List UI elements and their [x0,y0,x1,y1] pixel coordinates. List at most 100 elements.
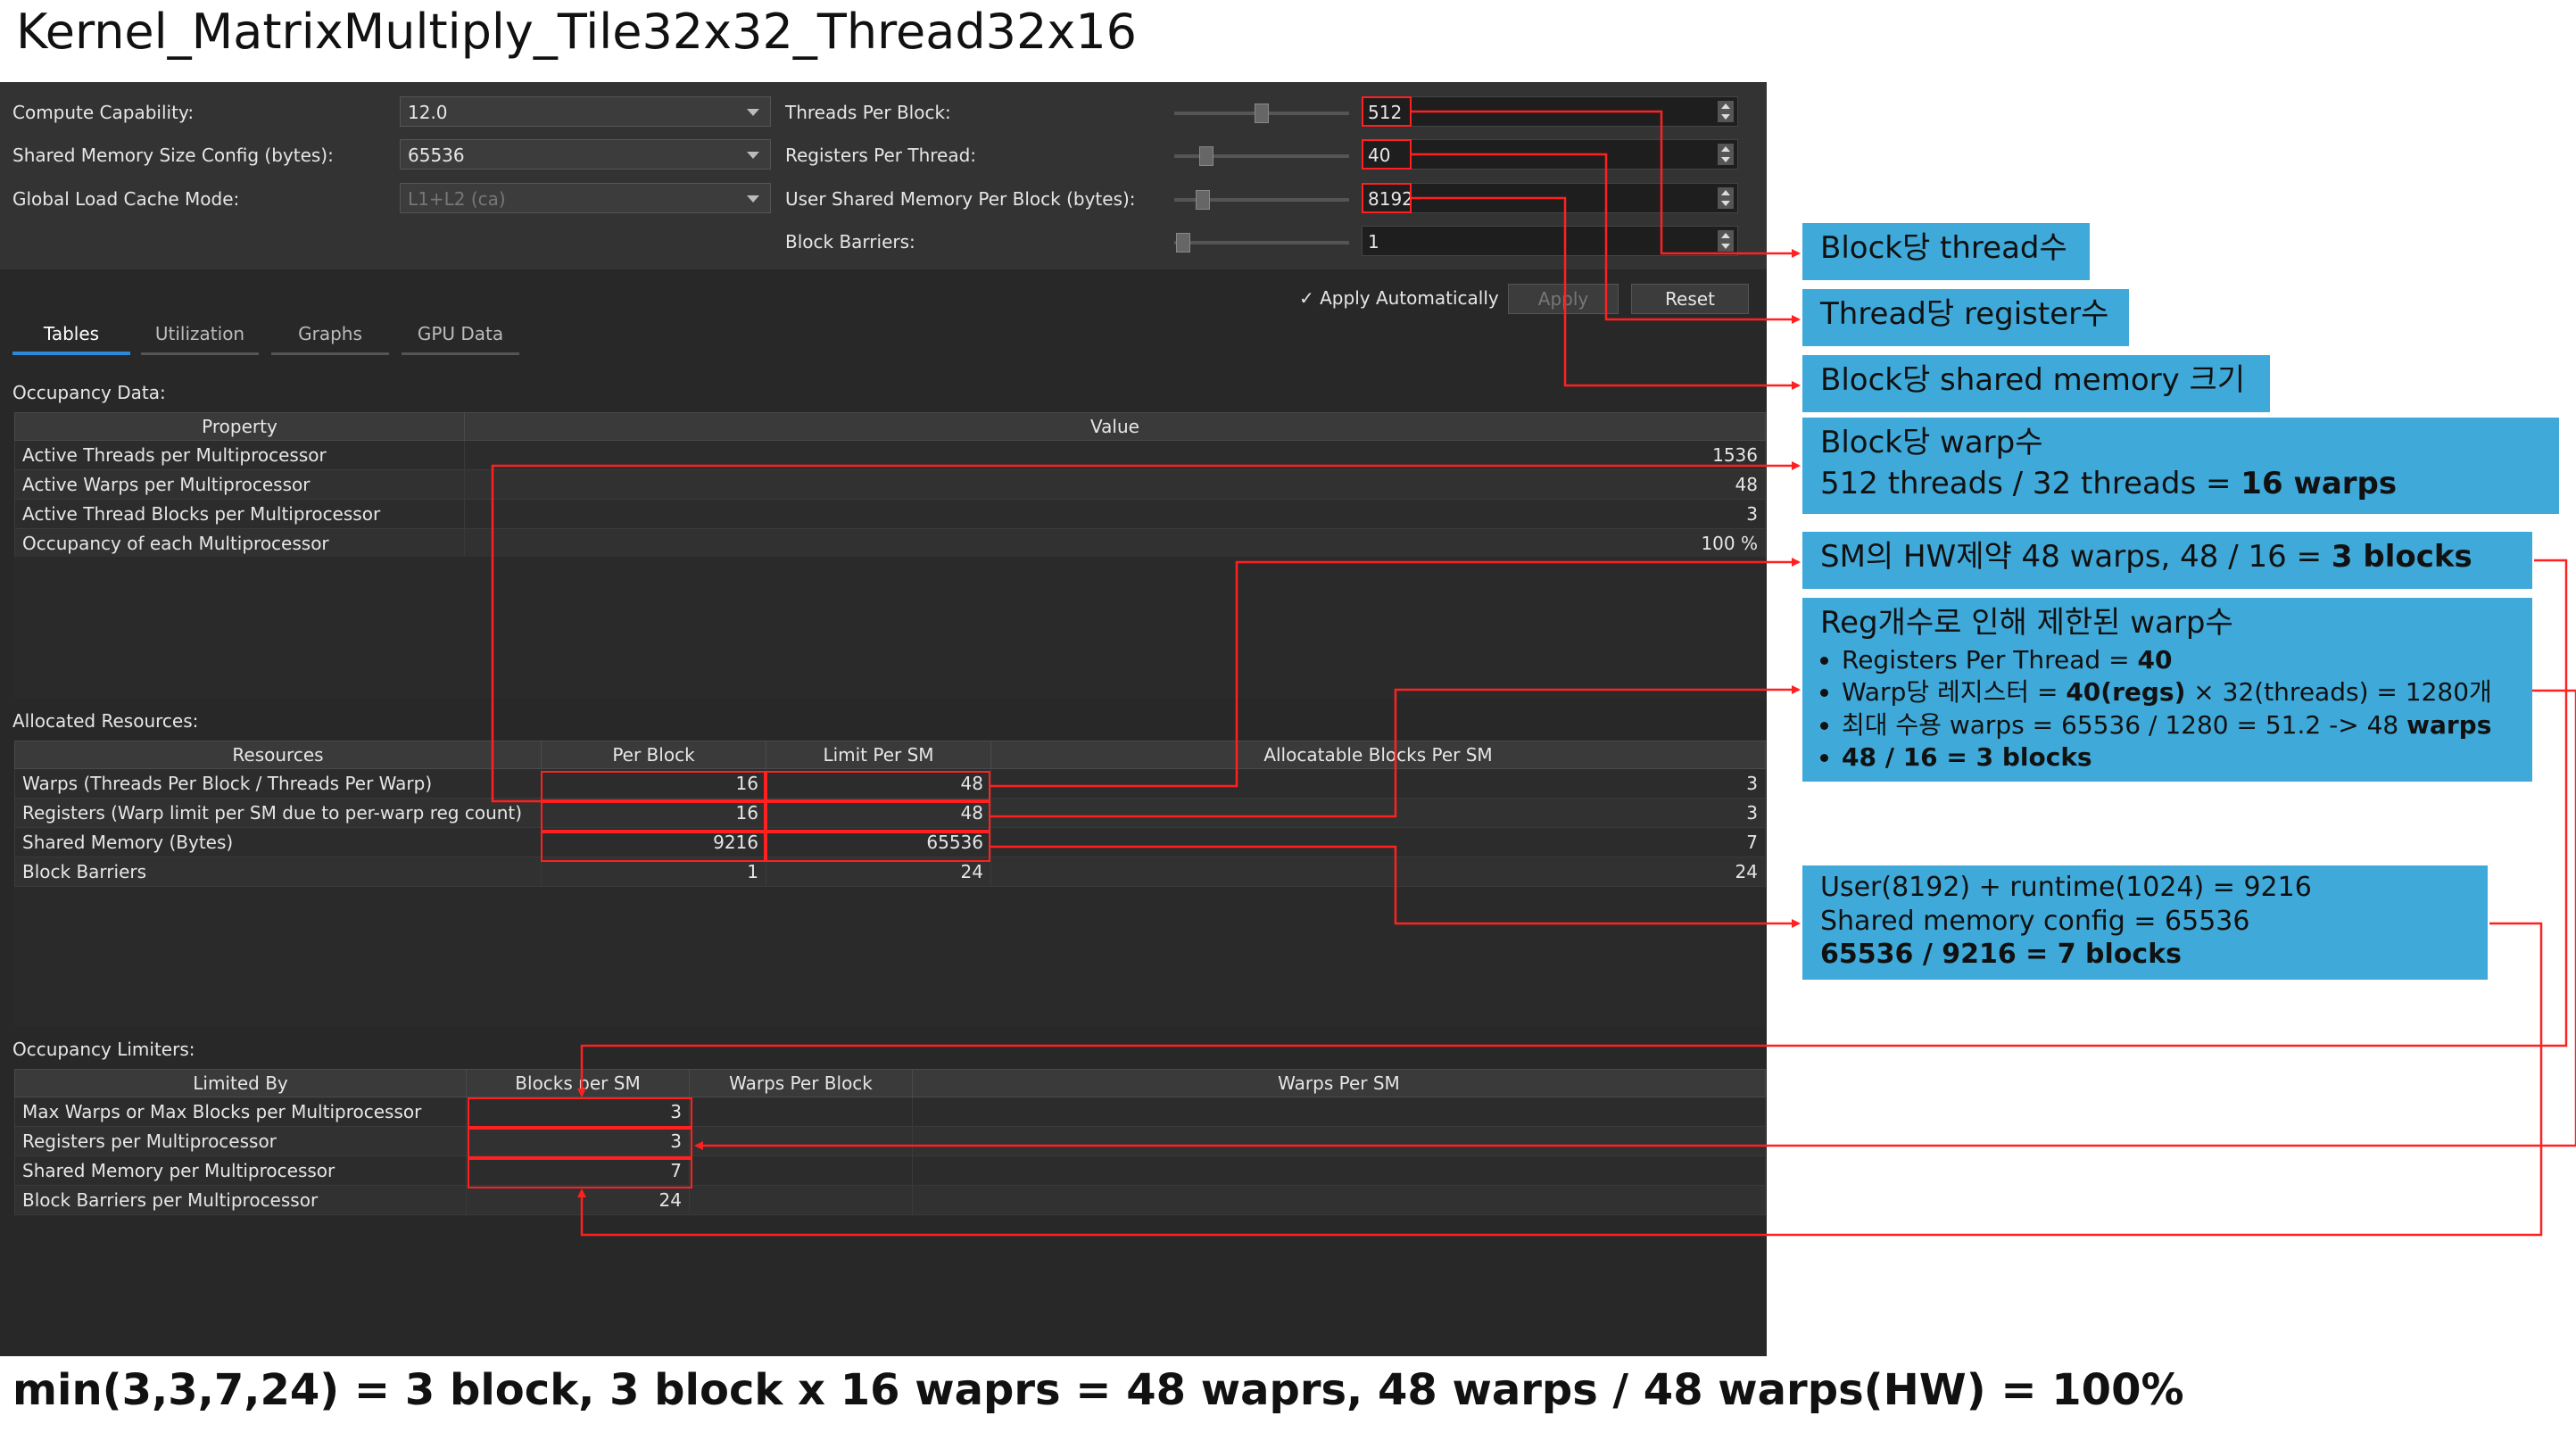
spinner-arrows-icon[interactable] [1718,144,1734,165]
table-cell: 3 [464,499,1766,529]
chevron-down-icon [747,152,759,159]
tab-graphs[interactable]: Graphs [271,323,389,355]
list-item: Registers Per Thread = 40 [1842,644,2514,676]
table-row[interactable]: Max Warps or Max Blocks per Multiprocess… [14,1097,1766,1127]
highlight-reg-warps-limit [766,801,990,832]
table-cell: 7 [466,1155,690,1186]
annotation-register-limit: Reg개수로 인해 제한된 warp수 Registers Per Thread… [1802,598,2532,782]
spinner-arrows-icon[interactable] [1718,101,1734,122]
highlight-limit-registers [468,1128,692,1158]
cache-mode-label: Global Load Cache Mode: [12,188,240,210]
table-cell: Max Warps or Max Blocks per Multiprocess… [14,1097,467,1127]
connector-threads-per-block [1412,110,1801,258]
block-barriers-slider[interactable] [1174,233,1349,253]
annotation-emphasis: 65536 / 9216 = 7 blocks [1820,939,2183,970]
apply-automatically-label: Apply Automatically [1320,287,1499,309]
registers-per-thread-label: Registers Per Thread: [785,145,977,166]
highlight-threads-per-block [1362,96,1412,127]
annotation-text: SM의 HW제약 48 warps, 48 / 16 = [1820,539,2332,575]
occupancy-formula: min(3,3,7,24) = 3 block, 3 block x 16 wa… [12,1365,2184,1415]
annotation-text: 512 threads / 32 threads = [1820,465,2241,501]
slider-handle[interactable] [1199,146,1213,166]
table-cell: 100 % [464,528,1766,559]
annotation-emphasis: 48 / 16 = 3 blocks [1842,742,2092,773]
reset-button[interactable]: Reset [1631,284,1749,314]
tab-gpu-data[interactable]: GPU Data [402,323,519,355]
table-cell: Registers per Multiprocessor [14,1126,467,1156]
annotation-bullets: Registers Per Thread = 40 Warp당 레지스터 = 4… [1820,644,2514,774]
spinner-arrows-icon[interactable] [1718,230,1734,252]
list-item: 48 / 16 = 3 blocks [1842,741,2514,774]
annotation-text: Warp당 레지스터 = [1842,677,2067,708]
block-barriers-input[interactable]: 1 [1362,226,1738,256]
table-cell: Active Warps per Multiprocessor [14,469,465,500]
highlight-registers-per-thread [1362,139,1412,170]
slider-handle[interactable] [1176,233,1190,253]
annotation-emphasis: warps [2406,709,2492,740]
column-header: Limited By [14,1069,467,1097]
spinner-arrows-icon[interactable] [1718,187,1734,209]
table-cell: Shared Memory per Multiprocessor [14,1155,467,1186]
table-cell: 3 [990,768,1766,799]
connector-limit-registers [694,689,2576,1150]
occupancy-data-heading: Occupancy Data: [12,382,166,403]
table-cell [912,1185,1766,1215]
column-header: Limit Per SM [766,741,991,769]
user-shared-mem-slider[interactable] [1174,190,1349,210]
annotation-text: Shared memory config = 65536 [1820,905,2250,937]
annotation-block-shared-mem: Block당 shared memory 크기 [1802,355,2270,412]
occupancy-limiters-heading: Occupancy Limiters: [12,1039,195,1060]
tab-tables[interactable]: Tables [12,323,130,355]
apply-button[interactable]: Apply [1508,284,1619,314]
apply-automatically-checkbox[interactable]: ✓ Apply Automatically [1299,287,1499,309]
table-cell: Warps (Threads Per Block / Threads Per W… [14,768,542,799]
table-row[interactable]: Warps (Threads Per Block / Threads Per W… [14,768,1766,799]
annotation-block-warps: Block당 warp수 512 threads / 32 threads = … [1802,418,2559,514]
allocated-resources-heading: Allocated Resources: [12,710,199,732]
annotation-text: × 32(threads) = 1280개 [2185,677,2492,708]
tab-utilization[interactable]: Utilization [141,323,259,355]
annotation-text: Block당 shared memory 크기 [1820,362,2246,398]
shared-mem-config-select[interactable]: 65536 [400,139,771,170]
connector-user-shared-mem [1412,196,1801,390]
table-cell [689,1185,913,1215]
registers-per-thread-slider[interactable] [1174,146,1349,166]
annotation-title: Reg개수로 인해 제한된 warp수 [1820,605,2233,641]
compute-capability-label: Compute Capability: [12,102,195,123]
annotation-thread-registers: Thread당 register수 [1802,289,2129,346]
block-barriers-label: Block Barriers: [785,231,915,253]
user-shared-mem-value: 8192 [1368,188,1413,210]
table-cell: Shared Memory (Bytes) [14,827,542,857]
connector-registers-per-thread [1412,153,1801,324]
annotation-emphasis: 3 blocks [2331,539,2472,575]
highlight-user-shared-mem [1362,183,1412,213]
compute-capability-select[interactable]: 12.0 [400,96,771,127]
registers-per-thread-value: 40 [1368,145,1391,166]
cache-mode-value: L1+L2 (ca) [408,188,506,210]
table-cell: 3 [990,798,1766,828]
table-row[interactable]: Registers (Warp limit per SM due to per-… [14,798,1766,828]
table-cell: 3 [466,1126,690,1156]
slider-handle[interactable] [1255,104,1269,123]
connector-register-limit [990,685,1801,818]
connector-limit-warps [577,559,2568,1097]
cache-mode-select[interactable]: L1+L2 (ca) [400,183,771,213]
table-cell: 16 [541,798,766,828]
chevron-down-icon [747,109,759,116]
slider-handle[interactable] [1196,190,1210,210]
table-cell: Block Barriers [14,857,542,887]
shared-mem-config-value: 65536 [408,145,465,166]
highlight-reg-warps-per-block [541,801,766,832]
highlight-warps-per-block [541,771,766,801]
column-header: Per Block [541,741,766,769]
annotation-emphasis: 16 warps [2241,465,2398,501]
threads-per-block-slider[interactable] [1174,104,1349,123]
